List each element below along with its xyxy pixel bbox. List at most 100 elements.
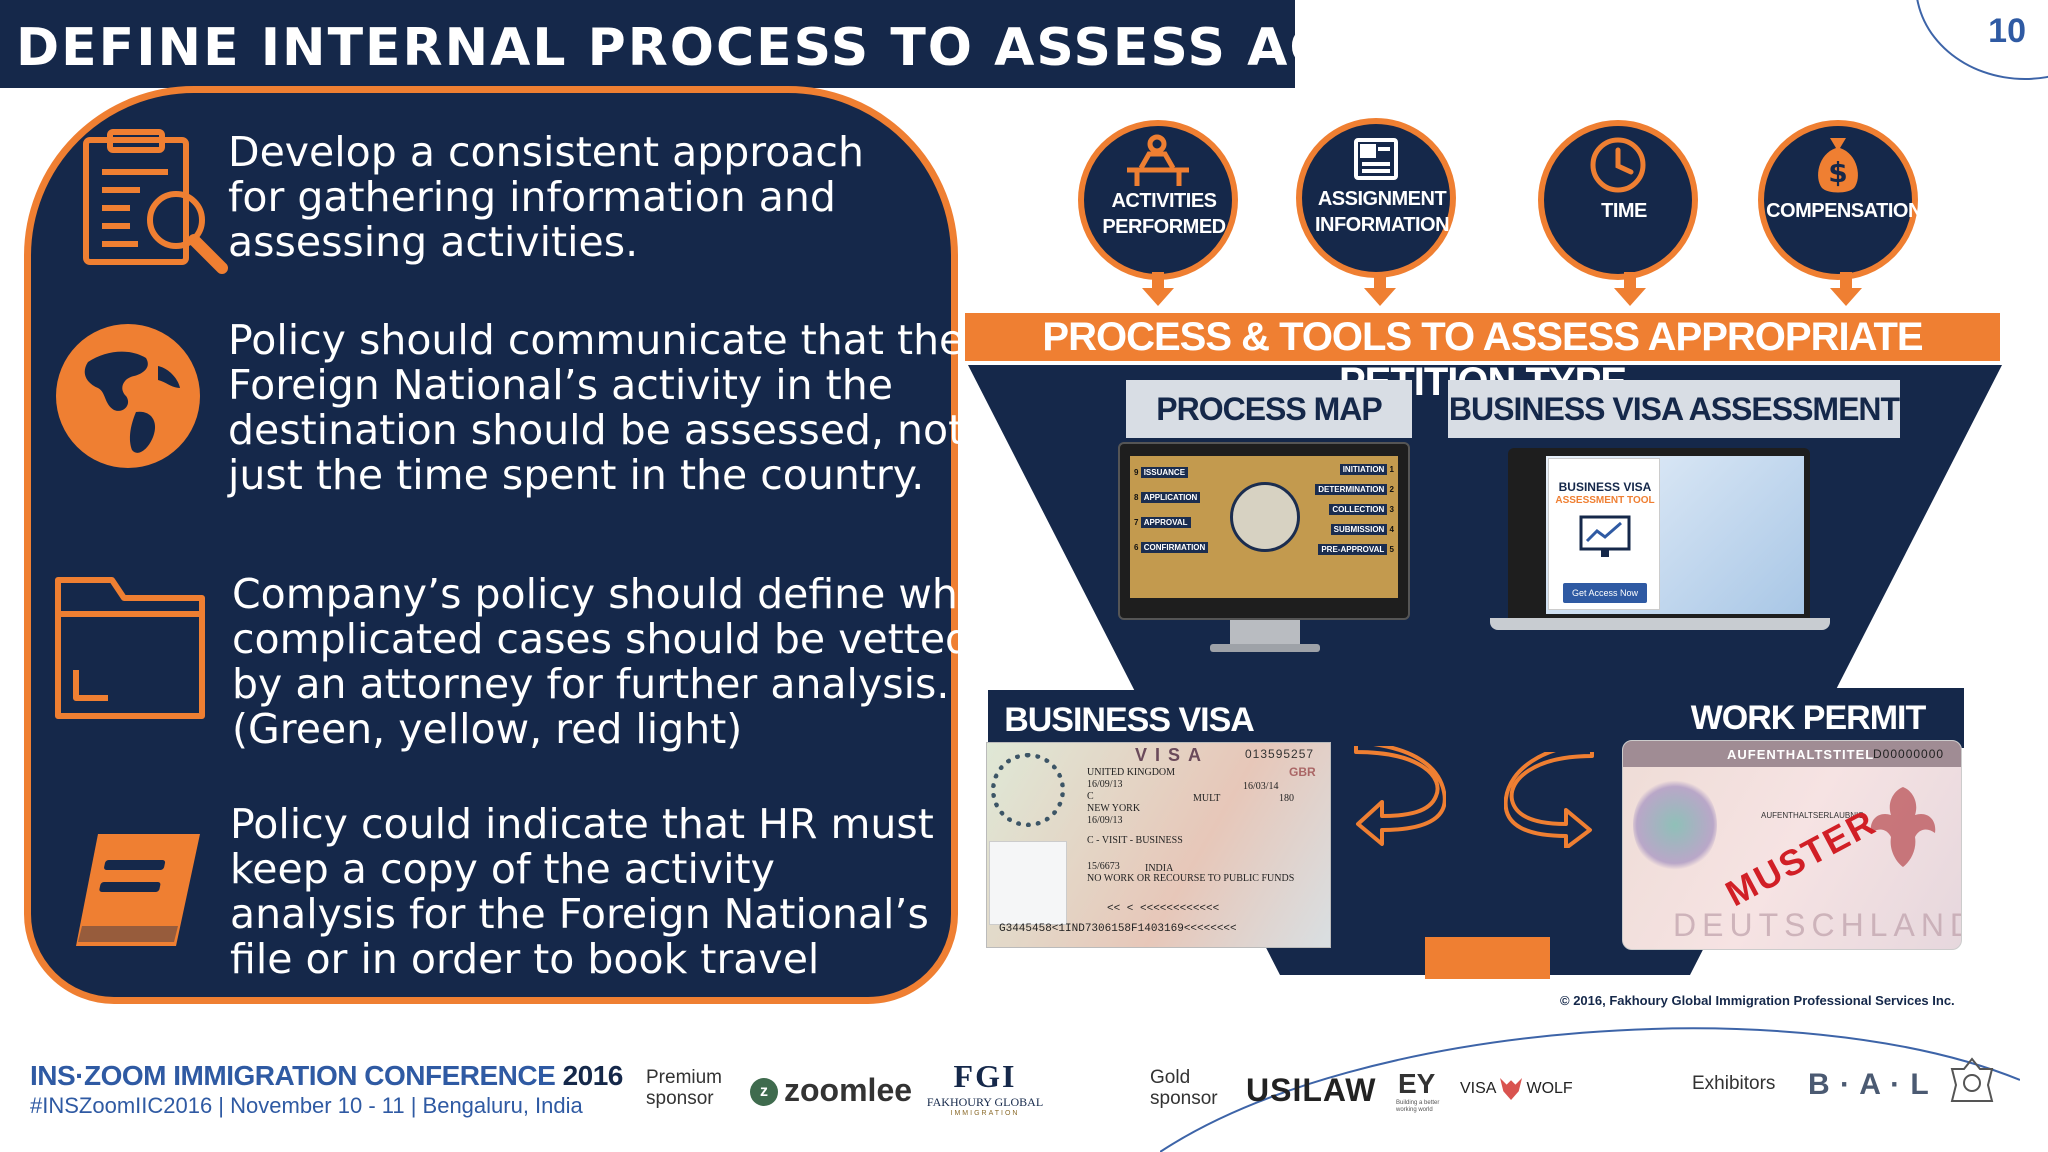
cycle-arrow-icon (1504, 752, 1594, 848)
process-map-steps-right: INITIATION 1 DETERMINATION 2 COLLECTION … (1298, 460, 1394, 560)
zoomlee-logo: zoomlee (784, 1072, 913, 1108)
visa-line: NO WORK OR RECOURSE TO PUBLIC FUNDS (1087, 873, 1295, 884)
point-1-text: Develop a consistent approach for gather… (228, 130, 864, 265)
visa-line: 16/09/13 (1087, 779, 1123, 790)
gold-sponsor-label: Gold sponsor (1150, 1067, 1218, 1109)
text-line: just the time spent in the country. (228, 451, 925, 499)
monitor-base (1210, 644, 1320, 652)
label-line: ASSIGNMENT (1317, 188, 1447, 210)
tool-brochure: BUSINESS VISA ASSESSMENT TOOL Get Access… (1548, 458, 1660, 610)
title-line: BUSINESS VISA (1558, 480, 1652, 494)
conference-subtitle: #INSZoomIIC2016 | November 10 - 11 | Ben… (30, 1093, 583, 1118)
chart-monitor-icon (1579, 515, 1631, 557)
cycle-arrow-icon (1354, 746, 1446, 846)
visa-line: NEW YORK (1087, 803, 1141, 814)
text-line: by an attorney for further analysis. (232, 660, 950, 708)
conference-title: INS·ZOOM IMMIGRATION CONFERENCE 2016 (30, 1060, 623, 1092)
money-bag-icon: $ (1818, 138, 1858, 193)
book-icon (76, 834, 200, 946)
visa-line: 15/6673 (1087, 861, 1120, 872)
document-icon (1354, 138, 1398, 180)
visa-hologram (991, 753, 1065, 827)
visa-line: UNITED KINGDOM (1087, 767, 1176, 778)
title-bar (0, 0, 1295, 88)
fgi-logo-sub: FAKHOURY GLOBAL (926, 1095, 1044, 1109)
text-line: assessing activities. (228, 218, 639, 266)
circle-time: TIME (1538, 120, 1698, 280)
monitor-stand (1230, 620, 1300, 648)
ey-tagline: Building a better working world (1396, 1100, 1440, 1113)
visawolf-logo-a: VISA (1460, 1080, 1496, 1098)
visa-photo (989, 841, 1067, 925)
arrow-down-icon (1142, 272, 1174, 306)
step-number: 2 (1389, 485, 1394, 494)
process-map-steps-left: 9 ISSUANCE 8 APPLICATION 7 APPROVAL 6 CO… (1134, 460, 1230, 560)
conference-name: INS·ZOOM IMMIGRATION CONFERENCE (30, 1060, 556, 1091)
folder-icon (55, 577, 205, 719)
clock-icon (1590, 137, 1646, 193)
arrow-down-icon (1364, 272, 1396, 306)
process-map-label: PROCESS MAP (1126, 380, 1412, 438)
page-title: DEFINE INTERNAL PROCESS TO ASSESS ACTIVI… (16, 18, 1530, 78)
visawolf-logo-b: WOLF (1526, 1080, 1573, 1098)
process-map-center (1230, 482, 1300, 552)
label-line: ACTIVITIES (1111, 190, 1217, 212)
visa-details: UNITED KINGDOM 16/09/13 C NEW YORK 16/09… (1087, 767, 1294, 885)
visa-mrz-top: << < <<<<<<<<<<<< (1107, 903, 1220, 915)
label-line: TIME (1601, 200, 1647, 222)
step-label: PRE-APPROVAL (1318, 544, 1388, 555)
conference-year: 2016 (562, 1060, 624, 1091)
assessment-tool-label: BUSINESS VISA ASSESSMENT TOOL (1448, 380, 1900, 485)
text-line: for gathering information and (228, 173, 836, 221)
step-label: COLLECTION (1329, 504, 1388, 515)
work-permit-image: AUFENTHALTSTITEL D00000000 AUFENTHALTSER… (1622, 740, 1962, 950)
circle-assignment-information: ASSIGNMENT INFORMATION (1296, 118, 1456, 278)
step-label: APPLICATION (1140, 492, 1201, 503)
visa-country-code: GBR (1289, 765, 1316, 779)
step-number: 7 (1134, 518, 1139, 527)
fgi-logo-mark: FGI (953, 1058, 1017, 1094)
text-line: Policy should communicate that the (228, 316, 965, 364)
visa-country: INDIA (1145, 863, 1174, 874)
visa-card-image: VISA 013595257 GBR UNITED KINGDOM 16/09/… (986, 742, 1331, 948)
globe-icon (56, 324, 200, 468)
step-label: INITIATION (1339, 464, 1388, 475)
arrow-down-icon (1830, 272, 1862, 306)
step-number: 9 (1134, 468, 1139, 477)
permit-type: AUFENTHALTSERLAUBNIS (1761, 811, 1864, 820)
process-bar: PROCESS & TOOLS TO ASSESS APPROPRIATE PE… (965, 313, 2000, 404)
premium-sponsor-label: Premium sponsor (646, 1067, 722, 1109)
step-number: 1 (1389, 465, 1394, 474)
text-line: Develop a consistent approach (228, 128, 864, 176)
visa-expiry: 16/03/14 (1243, 781, 1279, 792)
step-number: 6 (1134, 543, 1139, 552)
visa-mrz: G3445458<1IND7306158F1403169<<<<<<<< (999, 923, 1237, 935)
svg-text:$: $ (1828, 156, 1847, 189)
label-line: sponsor (646, 1088, 714, 1109)
laptop-base (1490, 618, 1830, 630)
point-2-text: Policy should communicate that the Forei… (228, 318, 964, 498)
text-line: Company’s policy should define when (232, 570, 1010, 618)
point-4-text: Policy could indicate that HR must keep … (230, 802, 934, 982)
visa-line: C - VISIT - BUSINESS (1087, 835, 1183, 846)
visa-line: C (1087, 791, 1094, 802)
text-line: complicated cases should be vetted (232, 615, 972, 663)
text-line: file or in order to book travel (230, 935, 820, 983)
text-line: keep a copy of the activity (230, 845, 775, 893)
tool-brochure-title: BUSINESS VISA ASSESSMENT TOOL (1549, 481, 1661, 507)
wolf-icon (1500, 1078, 1523, 1100)
business-visa-label: BUSINESS VISA (988, 690, 1270, 750)
permit-number: D00000000 (1873, 747, 1945, 761)
page-number: 10 (1988, 12, 2026, 50)
visa-header: VISA (1135, 745, 1210, 765)
process-map-monitor: 9 ISSUANCE 8 APPLICATION 7 APPROVAL 6 CO… (1118, 442, 1410, 620)
bal-logo: B · A · L (1808, 1068, 1930, 1101)
text-line: (Green, yellow, red light) (232, 705, 743, 753)
work-permit-label: WORK PERMIT (1652, 688, 1964, 748)
permit-header-band (1623, 741, 1961, 767)
permit-country: DEUTSCHLAND (1673, 907, 1962, 943)
usilaw-logo: USILAW (1246, 1072, 1377, 1108)
visa-days: 180 (1279, 793, 1294, 804)
arrow-down-icon (1614, 272, 1646, 306)
assessment-tool-laptop: BUSINESS VISA ASSESSMENT TOOL Get Access… (1508, 448, 1810, 618)
